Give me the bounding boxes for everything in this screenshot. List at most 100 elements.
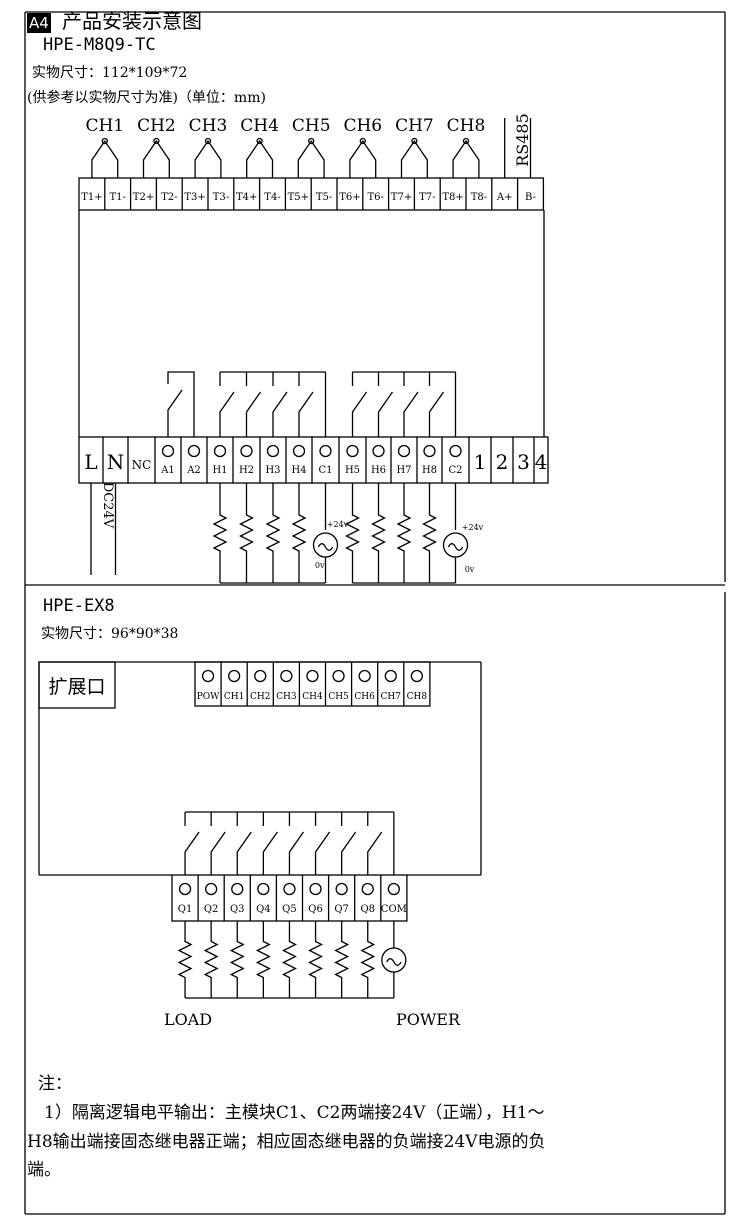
exp-load-q2 <box>203 921 219 998</box>
bottom-terminal-block <box>78 436 549 484</box>
bottom-terminal-15: 1 <box>474 450 487 474</box>
thermocouple-wire-1 <box>91 139 119 178</box>
channel-label-8: CH8 <box>447 116 486 136</box>
diagram-title: 产品安装示意图 <box>62 9 202 33</box>
output-screw-3 <box>257 882 270 896</box>
top-terminal-6: T4+ <box>236 192 257 203</box>
led-label-2: CH2 <box>250 692 270 702</box>
notes-line-3: 端。 <box>27 1160 61 1180</box>
exp-load-q4 <box>255 921 271 998</box>
output-label-4: Q5 <box>282 904 297 915</box>
output-screw-2 <box>231 882 244 896</box>
exp-switch-q6 <box>314 831 331 875</box>
terminal-screw-11 <box>372 444 385 458</box>
bottom-terminal-8: H4 <box>291 465 306 476</box>
top-terminal-3: T2- <box>161 192 177 203</box>
plus24-label-1: +24v <box>327 520 349 529</box>
led-label-3: CH3 <box>276 692 297 702</box>
thermocouple-wire-8 <box>452 139 480 178</box>
top-terminal-14: T8+ <box>442 192 463 203</box>
led-3 <box>280 669 293 683</box>
rs485-label: RS485 <box>513 113 532 167</box>
terminal-screw-4 <box>187 444 201 458</box>
exp-load-q1 <box>177 921 193 998</box>
output-screw-4 <box>283 882 296 896</box>
output-label-5: Q6 <box>308 904 323 915</box>
output-label-7: Q8 <box>360 904 375 915</box>
exp-switch-q5 <box>288 831 304 875</box>
channel-label-5: CH5 <box>292 116 331 136</box>
terminal-screw-7 <box>266 444 280 458</box>
output-label-8: COM <box>381 904 407 915</box>
channel-label-7: CH7 <box>395 116 434 136</box>
terminal-screw-9 <box>319 444 332 458</box>
bottom-terminal-12: H7 <box>396 465 411 476</box>
output-switch-h4 <box>298 391 314 437</box>
channel-label-3: CH3 <box>189 116 228 136</box>
relay-a-contact <box>167 389 183 437</box>
output-screw-0 <box>178 882 192 896</box>
bottom-terminal-7: H3 <box>265 465 280 476</box>
channel-label-1: CH1 <box>85 116 124 136</box>
exp-load-q8 <box>360 921 376 998</box>
exp-power-source <box>381 947 407 973</box>
load-resistor-h5 <box>345 483 360 583</box>
bottom-terminal-4: A2 <box>186 465 201 476</box>
output-label-6: Q7 <box>334 904 349 915</box>
output-screw-7 <box>361 882 374 896</box>
plus24-label-2: +24v <box>462 523 484 532</box>
bottom-terminal-10: H5 <box>345 465 360 476</box>
load-resistor-h2 <box>239 483 254 583</box>
top-terminal-0: T1+ <box>81 192 102 203</box>
output-screw-5 <box>309 882 322 896</box>
led-label-7: CH7 <box>381 692 402 702</box>
bottom-terminal-0: L <box>84 450 97 474</box>
main-model-name: HPE-M8Q9-TC <box>43 35 156 55</box>
output-switch-h1 <box>219 391 235 437</box>
exp-load-q7 <box>334 921 350 998</box>
output-screw-1 <box>204 882 218 896</box>
led-2 <box>254 669 267 683</box>
load-resistor-h4 <box>291 483 307 583</box>
led-label-8: CH8 <box>407 692 428 702</box>
notes-line-1: 1）隔离逻辑电平输出：主模块C1、C2两端接24V（正端），H1～ <box>44 1103 545 1123</box>
output-switch-h8 <box>428 391 445 437</box>
expansion-model-name: HPE-EX8 <box>43 596 115 616</box>
thermocouple-wire-5 <box>297 139 325 178</box>
relay-a-wire <box>167 371 195 437</box>
exp-switch-q2 <box>210 831 226 875</box>
main-size-label: 实物尺寸：112*109*72 <box>32 65 188 81</box>
output-label-0: Q1 <box>178 904 193 915</box>
load-resistor-h8 <box>422 483 437 583</box>
expansion-port-box <box>38 661 116 709</box>
load-resistor-h6 <box>371 483 386 583</box>
led-label-0: POW <box>197 692 220 702</box>
led-label-6: CH6 <box>354 692 375 702</box>
bottom-terminal-6: H2 <box>239 465 254 476</box>
bottom-terminal-16: 2 <box>496 450 509 474</box>
output-screw-8 <box>387 882 401 896</box>
led-5 <box>332 669 345 683</box>
output-switch-h6 <box>377 391 394 437</box>
top-terminal-5: T3- <box>213 192 229 203</box>
channel-label-4: CH4 <box>240 116 279 136</box>
top-terminal-12: T7+ <box>391 192 412 203</box>
led-label-1: CH1 <box>224 692 244 702</box>
terminal-screw-5 <box>213 444 227 458</box>
load-resistor-h3 <box>265 483 281 583</box>
bottom-terminal-13: H8 <box>422 465 437 476</box>
led-4 <box>306 669 319 683</box>
exp-power-source-wave <box>386 958 402 966</box>
top-terminal-2: T2+ <box>133 192 154 203</box>
terminal-screw-6 <box>240 444 253 458</box>
output-switch-h5 <box>351 391 368 437</box>
terminal-screw-8 <box>292 444 306 458</box>
led-8 <box>410 669 424 683</box>
thermocouple-wire-4 <box>246 139 274 178</box>
bottom-terminal-14: C2 <box>448 465 462 476</box>
bottom-terminal-1: N <box>107 450 125 474</box>
terminal-screw-3 <box>161 444 175 458</box>
top-terminal-1: T1- <box>109 192 125 203</box>
top-terminal-17: B- <box>525 192 536 203</box>
